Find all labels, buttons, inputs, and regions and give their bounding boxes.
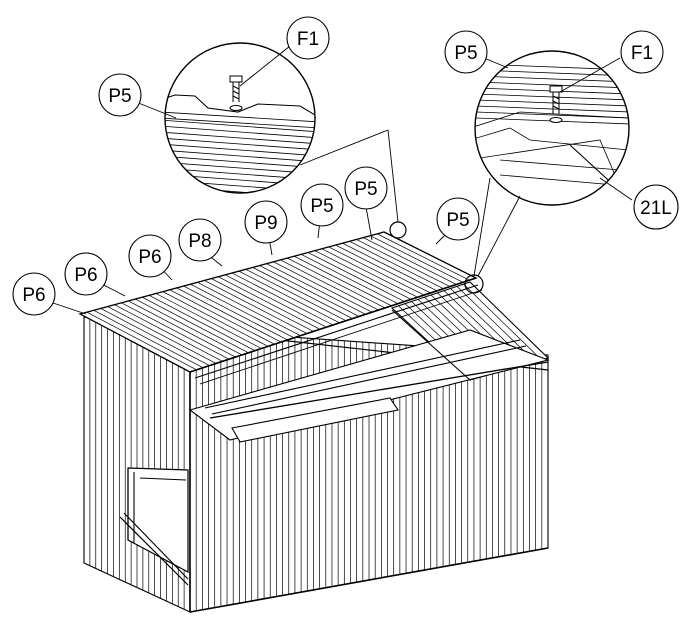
label-p8: P8 bbox=[178, 218, 222, 262]
shed-body bbox=[83, 281, 550, 613]
label-p6-c: P6 bbox=[128, 234, 172, 278]
svg-text:P5: P5 bbox=[454, 43, 477, 64]
label-p5-a: P5 bbox=[300, 183, 344, 227]
svg-text:P9: P9 bbox=[254, 213, 277, 234]
label-p6-a: P6 bbox=[12, 272, 56, 316]
detail-circle-right bbox=[474, 50, 630, 206]
label-p5-left-detail: P5 bbox=[98, 73, 142, 117]
svg-text:F1: F1 bbox=[631, 43, 653, 64]
svg-text:P6: P6 bbox=[22, 285, 45, 306]
roof bbox=[78, 231, 483, 385]
top-frame bbox=[188, 329, 550, 441]
callout-marker-ridge-front bbox=[389, 221, 407, 239]
label-21l: 21L bbox=[633, 184, 679, 230]
svg-text:P5: P5 bbox=[108, 86, 131, 107]
screw-f1-right bbox=[549, 85, 563, 123]
svg-text:P5: P5 bbox=[310, 196, 333, 217]
label-f1-right-detail: F1 bbox=[620, 30, 664, 74]
svg-text:P8: P8 bbox=[188, 231, 211, 252]
svg-text:P6: P6 bbox=[74, 265, 97, 286]
detail-circle-left bbox=[164, 42, 316, 194]
roof-ribs bbox=[86, 233, 470, 371]
svg-text:F1: F1 bbox=[297, 29, 319, 50]
label-p5-c: P5 bbox=[436, 197, 480, 241]
svg-text:P5: P5 bbox=[446, 210, 469, 231]
svg-text:P5: P5 bbox=[354, 179, 377, 200]
label-p6-b: P6 bbox=[64, 252, 108, 296]
svg-text:P6: P6 bbox=[138, 247, 161, 268]
svg-text:21L: 21L bbox=[640, 198, 672, 219]
label-f1-left-detail: F1 bbox=[286, 16, 330, 60]
label-p5-b: P5 bbox=[344, 166, 388, 210]
label-p5-right-detail: P5 bbox=[444, 30, 488, 74]
roof-opening bbox=[231, 397, 399, 443]
label-p9: P9 bbox=[244, 200, 288, 244]
screw-f1-left bbox=[229, 75, 243, 111]
